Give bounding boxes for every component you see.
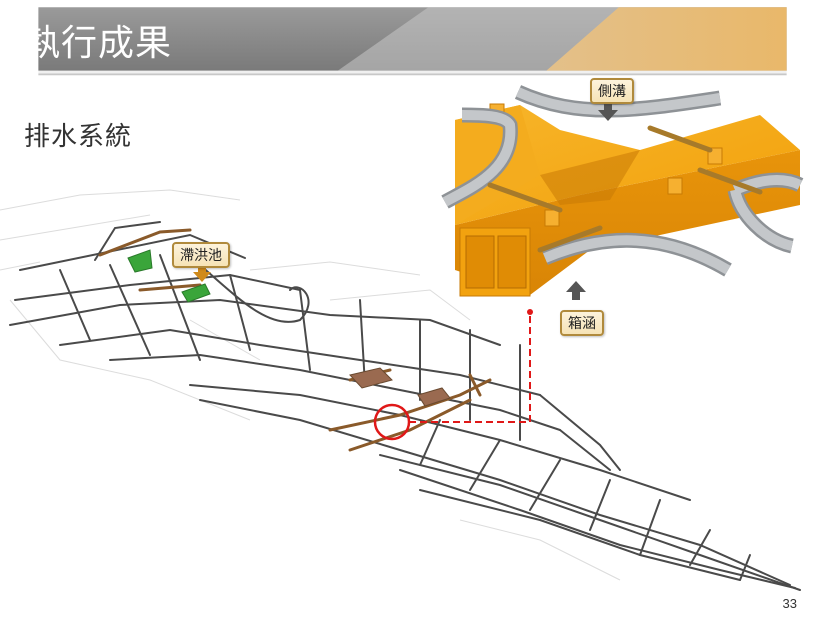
- detention-pond-area-north: [127, 249, 153, 273]
- side-ditches: [441, 85, 804, 277]
- detention-pond-label: 滯洪池: [172, 242, 230, 268]
- box-culvert: [455, 103, 800, 297]
- section-subtitle: 排水系統: [24, 122, 133, 152]
- leader-line: [409, 312, 531, 423]
- culvert-arrow: [566, 281, 586, 300]
- ditch-arrow: [598, 100, 618, 121]
- detention-pond-area-south: [181, 283, 211, 303]
- slide-title: 執行成果: [24, 23, 173, 64]
- pond-arrow: [193, 264, 211, 282]
- map-background-outlines: [0, 189, 621, 581]
- box-culvert-label: 箱涵: [560, 310, 604, 336]
- culvert-block-west: [349, 367, 393, 389]
- header-band: [38, 7, 787, 76]
- side-ditch-label: 側溝: [590, 78, 634, 104]
- leader-dot: [527, 309, 533, 315]
- page-number: 33: [782, 596, 797, 611]
- culvert-block-east: [417, 387, 451, 407]
- connector-pipes: [487, 125, 763, 253]
